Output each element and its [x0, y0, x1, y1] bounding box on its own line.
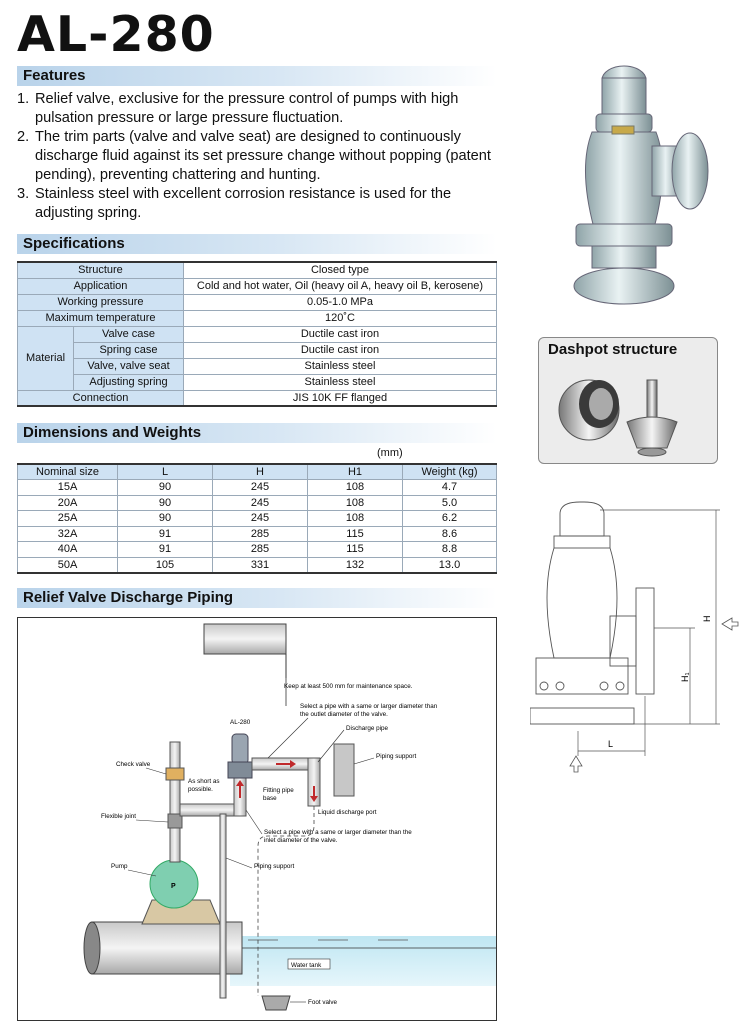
- label-piping-support-bottom: Piping support: [254, 863, 295, 870]
- spring-case-outline: [553, 535, 611, 549]
- label-foot-valve: Foot valve: [308, 999, 338, 1006]
- dashpot-panel: Dashpot structure: [538, 337, 718, 464]
- table-header-row: Nominal size L H H1 Weight (kg): [17, 463, 497, 480]
- label-keep-space: Keep at least 500 mm for maintenance spa…: [284, 683, 413, 690]
- pump-base: [141, 899, 221, 925]
- label-pump: Pump: [111, 863, 128, 870]
- dimension-h-label: H: [702, 616, 712, 623]
- specifications-heading: Specifications: [17, 234, 497, 254]
- label-fitting-1: Fitting pipe: [263, 787, 294, 794]
- foot-valve: [261, 995, 291, 1011]
- label-flexible-joint: Flexible joint: [101, 813, 136, 820]
- piping-diagram-svg: Keep at least 500 mm for maintenance spa…: [83, 623, 496, 1011]
- product-photo: [573, 65, 709, 305]
- unit-label: (mm): [377, 447, 403, 459]
- label-short-2: possible.: [188, 786, 213, 793]
- overhead-structure: [203, 623, 287, 655]
- features-list: 1.Relief valve, exclusive for the pressu…: [17, 90, 497, 223]
- feature-item: 1.Relief valve, exclusive for the pressu…: [17, 91, 459, 126]
- outlet-flange-outline: [635, 587, 655, 695]
- label-select-outlet-2: the outlet diameter of the valve.: [300, 711, 388, 718]
- suction-path: [257, 806, 315, 996]
- label-select-outlet-1: Select a pipe with a same or larger diam…: [300, 703, 438, 710]
- label-liquid-port: Liquid discharge port: [318, 809, 377, 816]
- label-valve: AL-280: [230, 719, 251, 726]
- svg-text:P: P: [171, 883, 176, 890]
- dimension-h1-label: H₁: [680, 672, 690, 682]
- page-title: AL-280: [17, 6, 215, 63]
- main-pipe: [91, 921, 243, 975]
- branch-pipe: [179, 803, 241, 817]
- label-short-1: As short as: [188, 778, 220, 785]
- check-valve: [165, 767, 185, 781]
- dimensions-heading: Dimensions and Weights: [17, 423, 497, 443]
- features-heading: Features: [17, 66, 497, 86]
- dashpot-title: Dashpot structure: [548, 341, 678, 358]
- outlet-neck-outline: [609, 615, 637, 667]
- body-outline: [546, 547, 618, 659]
- label-fitting-2: base: [263, 795, 277, 802]
- piping-support-top: [333, 743, 355, 797]
- outlet-arrow-icon: [721, 617, 739, 631]
- inlet-body-outline: [535, 657, 629, 695]
- dimension-l-label: L: [608, 739, 613, 749]
- label-select-inlet-1: Select a pipe with a same or larger diam…: [264, 829, 412, 836]
- feature-item: 3.Stainless steel with excellent corrosi…: [17, 186, 452, 221]
- relief-valve: [231, 733, 249, 765]
- outline-drawing: H H₁ L: [530, 501, 739, 773]
- label-check-valve: Check valve: [116, 761, 151, 768]
- label-water-tank: Water tank: [291, 962, 322, 969]
- piping-diagram: Keep at least 500 mm for maintenance spa…: [17, 617, 497, 1021]
- pump-riser-pipe: [169, 741, 181, 863]
- flexible-joint: [167, 813, 183, 829]
- bonnet-outline: [559, 501, 605, 537]
- piping-heading: Relief Valve Discharge Piping: [17, 588, 497, 608]
- water-tank: [230, 936, 496, 986]
- inlet-flange-outline: [530, 707, 635, 725]
- inlet-arrow-icon: [569, 755, 583, 773]
- label-select-inlet-2: inlet diameter of the valve.: [264, 837, 338, 844]
- dashpot-illustration: [558, 379, 678, 457]
- label-discharge-pipe: Discharge pipe: [346, 725, 389, 732]
- feature-item: 2.The trim parts (valve and valve seat) …: [17, 129, 491, 183]
- piping-support-bottom: [219, 813, 227, 999]
- label-piping-support-top: Piping support: [376, 753, 417, 760]
